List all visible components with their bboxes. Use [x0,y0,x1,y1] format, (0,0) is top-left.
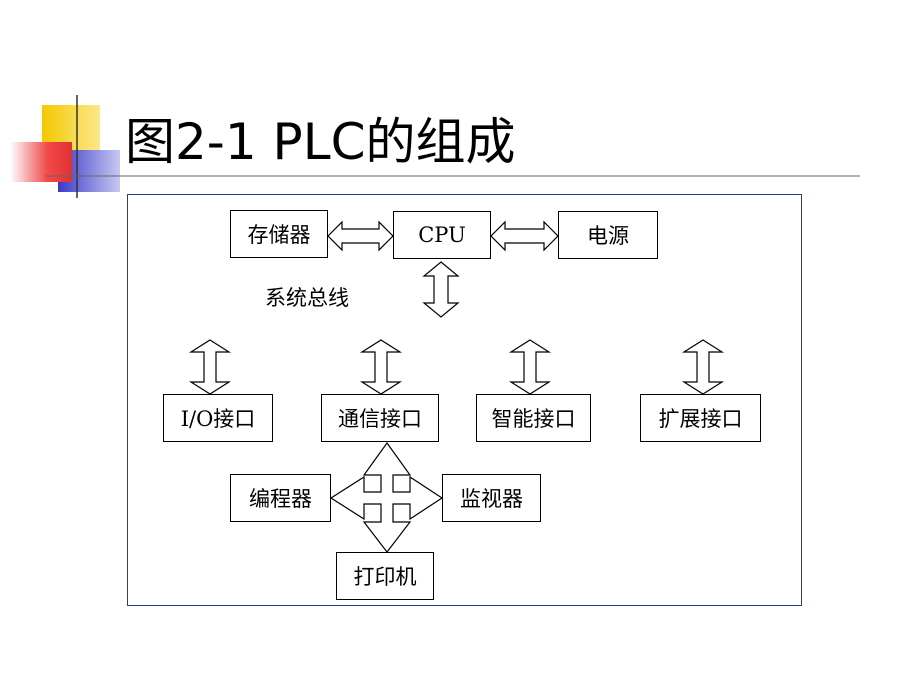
programmer-box: 编程器 [230,474,331,522]
comm-interface-box: 通信接口 [321,394,439,442]
cpu-box: CPU [393,211,491,259]
diagram-frame [127,194,802,606]
smart-interface-box: 智能接口 [476,394,591,442]
bus-smart-arrow [508,339,552,395]
memory-box: 存储器 [230,210,328,258]
cpu-power-arrow [490,220,559,252]
comm-fourway-arrow [329,441,444,553]
slide-title: 图2-1 PLC的组成 [125,113,516,171]
printer-box: 打印机 [336,552,434,600]
bus-io-arrow [188,339,232,395]
system-bus-label: 系统总线 [265,286,349,310]
bus-expansion-arrow [681,339,725,395]
memory-cpu-arrow [327,220,394,252]
deco-red-square [10,142,72,182]
monitor-box: 监视器 [442,474,541,522]
expansion-interface-box: 扩展接口 [640,394,761,442]
decorative-corner-graphic [10,95,860,198]
io-interface-box: I/O接口 [163,394,273,442]
power-box: 电源 [558,211,658,259]
bus-comm-arrow [359,339,403,395]
cpu-bus-arrow [422,261,460,318]
